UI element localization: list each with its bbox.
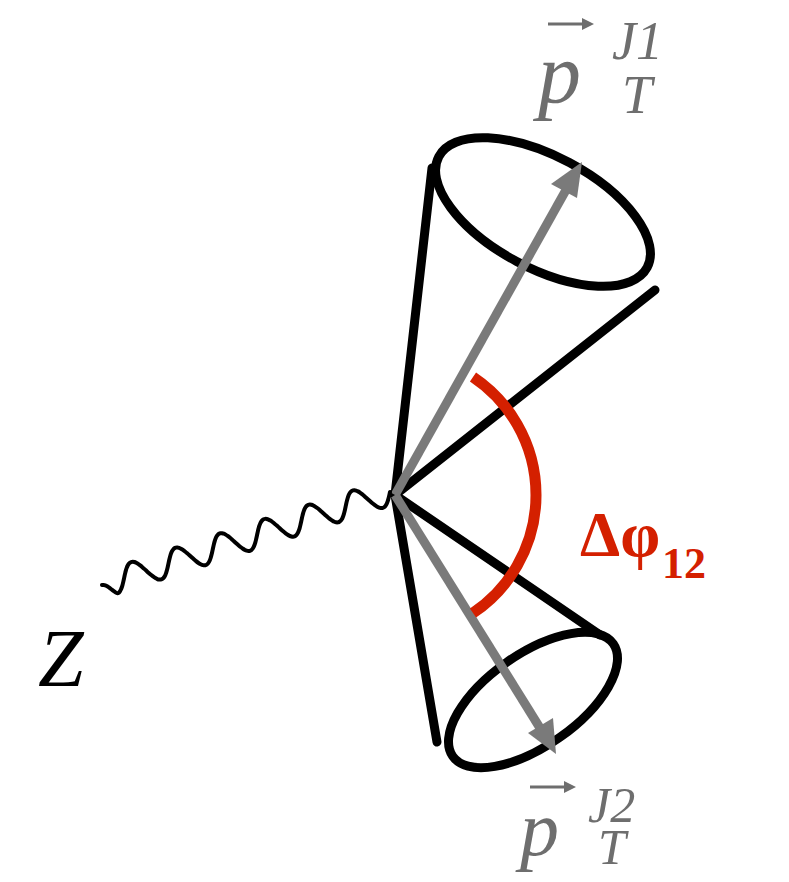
- angle-label: Δφ: [580, 503, 660, 567]
- angle-arc: [473, 377, 536, 613]
- boson-label: Z: [38, 618, 84, 700]
- jet-cone: [395, 107, 673, 495]
- vector-arrow: [530, 18, 594, 793]
- momentum-symbol: p: [520, 790, 559, 868]
- momentum-arrow: [395, 162, 582, 495]
- momentum-subscript: T: [622, 68, 652, 122]
- momentum-symbol: p: [538, 30, 581, 116]
- boson-line: [102, 490, 390, 593]
- jet-superscript: J1: [612, 14, 663, 68]
- angle-subscript: 12: [662, 542, 706, 586]
- momentum-subscript: T: [598, 822, 626, 872]
